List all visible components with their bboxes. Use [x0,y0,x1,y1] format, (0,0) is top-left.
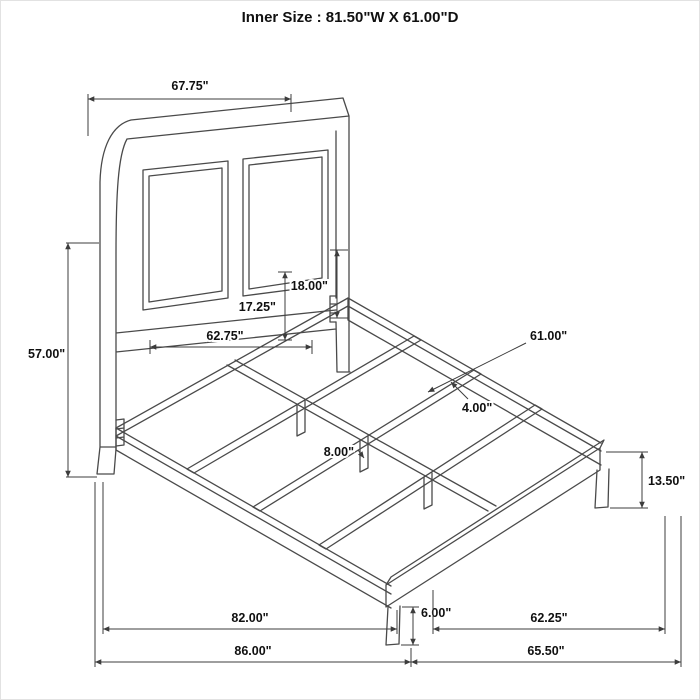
dim-label-rail-height: 4.00" [462,401,492,415]
page-title: Inner Size : 81.50"W X 61.00"D [242,9,459,26]
dim-label-panel-height: 18.00" [291,279,328,293]
dim-overall-width: 65.50" [411,516,682,667]
dim-headboard-width: 67.75" [87,77,292,136]
dim-label-overall-width: 65.50" [527,644,564,658]
dim-label-slat-support-height: 8.00" [324,445,354,459]
headboard-outline [96,97,351,475]
dim-inner-length: 82.00" [102,482,398,634]
dim-rail-height: 4.00" [450,381,494,417]
head-cleat [115,297,349,437]
bed-drawing [96,97,610,646]
dim-label-inner-depth: 61.00" [530,329,567,343]
dim-inner-depth: 61.00" [427,327,569,393]
slat-1 [186,335,422,474]
dim-panel-inner-height: 17.25" [237,271,292,341]
leader-line [450,381,469,400]
dim-label-overall-length: 86.00" [234,644,271,658]
dim-label-headboard-inner-width: 62.75" [206,329,243,343]
dim-footboard-side-length: 62.25" [432,516,666,634]
dim-label-footboard-side-length: 62.25" [530,611,567,625]
footboard [385,439,610,646]
dim-headboard-height: 57.00" [26,242,99,478]
center-rail [226,359,497,512]
rail-bracket-right [329,295,337,323]
dim-footboard-height: 13.50" [606,451,687,509]
bed-frame [115,297,602,609]
leader-line [427,342,527,393]
headboard [96,97,351,475]
dim-overall-length: 86.00" [94,482,412,667]
dim-slat-support-height: 8.00" [322,443,365,461]
dim-label-headboard-height: 57.00" [28,347,65,361]
dim-label-footboard-height: 13.50" [648,474,685,488]
headboard-panel-left [142,160,229,311]
headboard-panel-right [242,149,329,297]
leader-line [357,449,365,459]
dim-label-foot-leg-height: 6.00" [421,606,451,620]
dim-label-panel-inner-height: 17.25" [239,300,276,314]
right-side-rail [347,297,602,466]
slat-2 [252,369,482,512]
footboard-legs [385,468,610,646]
dim-label-headboard-width: 67.75" [171,79,208,93]
footboard-panel [385,439,605,608]
dim-panel-height: 18.00" [289,249,348,319]
dim-headboard-inner-width: 62.75" [149,327,313,354]
dim-foot-leg-height: 6.00" [401,604,453,646]
slat-3 [318,404,543,550]
dim-label-inner-length: 82.00" [231,611,268,625]
